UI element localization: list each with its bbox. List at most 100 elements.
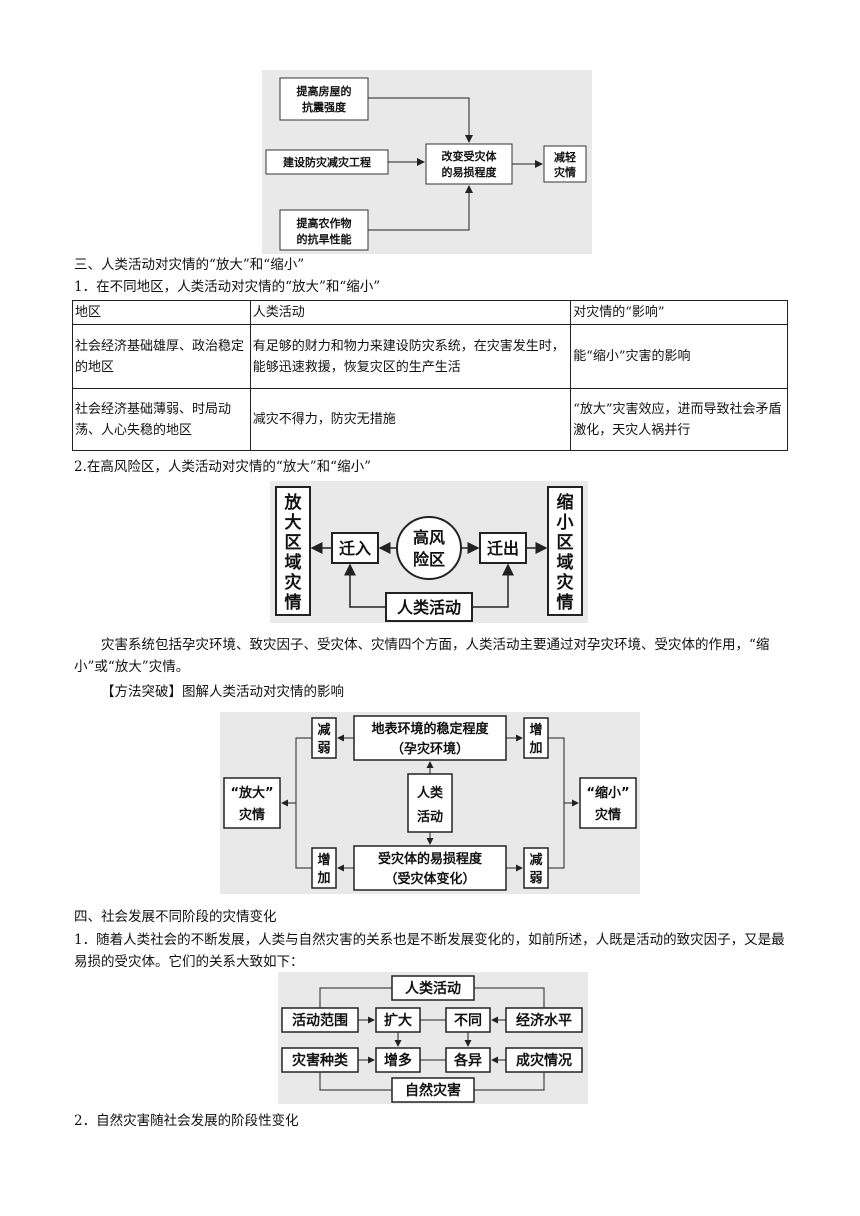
section3-heading: 三、人类活动对灾情的“放大”和“缩小” — [74, 257, 305, 273]
amplify-char: 情 — [285, 592, 302, 613]
arrow-crop-to-change — [368, 185, 473, 231]
box-economy — [505, 1007, 583, 1033]
increase-bottom-char2: 加 — [316, 871, 330, 886]
decrease-bottom-char2: 弱 — [529, 870, 542, 886]
box-human-activity — [391, 975, 475, 1001]
increase-top-char1: 增 — [529, 722, 542, 738]
table-cell: 社会经济基础雄厚、政治稳定的地区 — [72, 324, 251, 389]
table-row: 社会经济基础薄弱、时局动荡、人心失稳的地区 减灾不得力，防灾无措施 “放大”灾害… — [72, 388, 788, 451]
table-cell: 减灾不得力，防灾无措施 — [249, 388, 572, 451]
situation-label: 成灾情况 — [516, 1052, 572, 1069]
line-natural-left — [319, 1072, 392, 1091]
box-change-line2: 的易损程度 — [442, 165, 498, 179]
method-breakthrough: 【方法突破】图解人类活动对灾情的影响 — [101, 684, 344, 700]
box-situation — [505, 1047, 583, 1073]
box-env-stability — [353, 715, 507, 761]
env-stability-line1: 地表环境的稳定程度 — [371, 721, 489, 737]
vulnerability-line1: 受灾体的易损程度 — [378, 851, 483, 867]
box-reduce-line2: 灾情 — [554, 165, 576, 179]
decrease-top-char2: 弱 — [317, 740, 330, 756]
box-decrease-top — [311, 717, 337, 759]
box-project-label: 建设防灾减灾工程 — [283, 155, 371, 169]
bracket-left — [295, 737, 312, 869]
high-risk-line2: 险区 — [413, 550, 445, 569]
box-shrink-region — [547, 486, 583, 616]
vulnerability-line2: （受灾体变化） — [384, 871, 475, 887]
shrink-char: 区 — [557, 533, 574, 553]
amplify-char: 区 — [285, 533, 302, 553]
amplify-char: 大 — [285, 512, 302, 533]
shrink-char: 域 — [557, 552, 574, 573]
box-human-activity — [407, 773, 453, 833]
arrow-house-to-change — [368, 97, 473, 143]
box-change-line1: 改变受灾体 — [442, 149, 498, 163]
arrow-activity-to-movein — [344, 563, 386, 608]
circle-high-risk — [396, 516, 462, 580]
line-human-left — [319, 987, 392, 1008]
disaster-system-paragraph: 灾害系统包括孕灾环境、致灾因子、受灾体、灾情四个方面，人类活动主要通过对孕灾环境… — [74, 637, 770, 675]
amplify-line2: 灾情 — [239, 807, 265, 823]
box-amplify-region — [275, 486, 311, 616]
section3-sub2: 2.在高风险区，人类活动对灾情的“放大”和“缩小” — [74, 459, 371, 475]
decrease-bottom-char1: 减 — [529, 852, 542, 868]
disaster-reduction-diagram: 提高房屋的 抗震强度 建设防灾减灾工程 提高农作物 的抗旱性能 改变受灾体 的易… — [262, 70, 592, 254]
table-cell: 能“缩小”灾害的影响 — [570, 324, 788, 389]
move-in-label: 迁入 — [339, 539, 371, 558]
box-amplify — [223, 777, 281, 829]
table-row: 社会经济基础雄厚、政治稳定的地区 有足够的财力和物力来建设防灾系统，在灾害发生时… — [72, 324, 788, 389]
amplify-line1: “放大” — [230, 785, 273, 801]
shrink-char: 情 — [557, 592, 574, 613]
table-cell: 有足够的财力和物力来建设防灾系统，在灾害发生时，能够迅速救援，恢复灾区的生产生活 — [249, 324, 572, 389]
section3-sub1: 1．在不同地区，人类活动对灾情的“放大”和“缩小” — [74, 279, 381, 295]
increase-top-char2: 加 — [528, 741, 542, 756]
box-house-strength-line2: 抗震强度 — [302, 100, 347, 114]
shrink-line1: “缩小” — [586, 785, 629, 801]
box-move-out — [479, 532, 527, 564]
high-risk-line1: 高风 — [413, 528, 445, 547]
shrink-char: 小 — [557, 513, 574, 533]
region-table: 地区 人类活动 对灾情的“影响” 社会经济基础雄厚、政治稳定的地区 有足够的财力… — [72, 300, 788, 451]
box-house-strength — [279, 77, 369, 121]
box-crop-drought-line2: 的抗旱性能 — [297, 232, 352, 246]
decrease-top-char1: 减 — [317, 722, 330, 738]
arrow-activity-to-moveout — [472, 563, 514, 608]
section4-heading: 四、社会发展不同阶段的灾情变化 — [74, 909, 277, 925]
section4-sub2: 2．自然灾害随社会发展的阶段性变化 — [74, 1113, 299, 1129]
differ-label: 不同 — [454, 1013, 482, 1029]
section4-paragraph: 1．随着人类社会的不断发展，人类与自然灾害的关系也是不断发展变化的，如前所述，人… — [74, 932, 785, 970]
amplify-char: 灾 — [285, 572, 303, 593]
human-natural-relation-diagram: 人类活动 活动范围 扩大 不同 经济水平 灾害种类 增多 各异 成灾情况 自然灾… — [278, 972, 588, 1104]
activity-range-label: 活动范围 — [292, 1012, 348, 1029]
increase-bottom-char1: 增 — [317, 852, 330, 868]
disaster-types-label: 灾害种类 — [292, 1052, 349, 1069]
table-header-activity: 人类活动 — [249, 300, 572, 325]
box-human-activity — [385, 592, 473, 622]
amplify-char: 域 — [285, 552, 302, 573]
box-crop-drought — [279, 209, 369, 251]
box-increase — [375, 1047, 421, 1073]
expand-label: 扩大 — [384, 1012, 412, 1029]
move-out-label: 迁出 — [487, 539, 519, 558]
box-project — [265, 149, 389, 175]
box-move-in — [331, 532, 379, 564]
increase-label: 增多 — [384, 1052, 412, 1069]
box-shrink — [579, 777, 637, 829]
high-risk-area-diagram: 放 大 区 域 灾 情 缩 小 区 域 灾 情 迁入 高风 险区 迁出 人类活动 — [270, 481, 588, 623]
box-vulnerability — [353, 845, 507, 891]
box-crop-drought-line1: 提高农作物 — [297, 216, 352, 230]
economy-label: 经济水平 — [516, 1012, 572, 1029]
human-activity-label: 人类活动 — [405, 980, 461, 997]
shrink-line2: 灾情 — [595, 807, 621, 823]
shrink-char: 缩 — [557, 492, 574, 513]
human-line1: 人类 — [417, 785, 444, 801]
box-reduce-line1: 减轻 — [554, 150, 576, 164]
box-increase-bottom — [311, 847, 337, 889]
box-reduce-disaster — [543, 145, 587, 183]
human-activity-label: 人类活动 — [397, 598, 461, 617]
natural-disaster-label: 自然灾害 — [405, 1082, 461, 1099]
table-cell: “放大”灾害效应，进而导致社会矛盾激化，天灾人祸并行 — [570, 388, 788, 451]
human-line2: 活动 — [417, 809, 443, 825]
vary-label: 各异 — [453, 1052, 482, 1069]
table-header-row: 地区 人类活动 对灾情的“影响” — [72, 300, 788, 325]
line-natural-right — [474, 1072, 545, 1091]
